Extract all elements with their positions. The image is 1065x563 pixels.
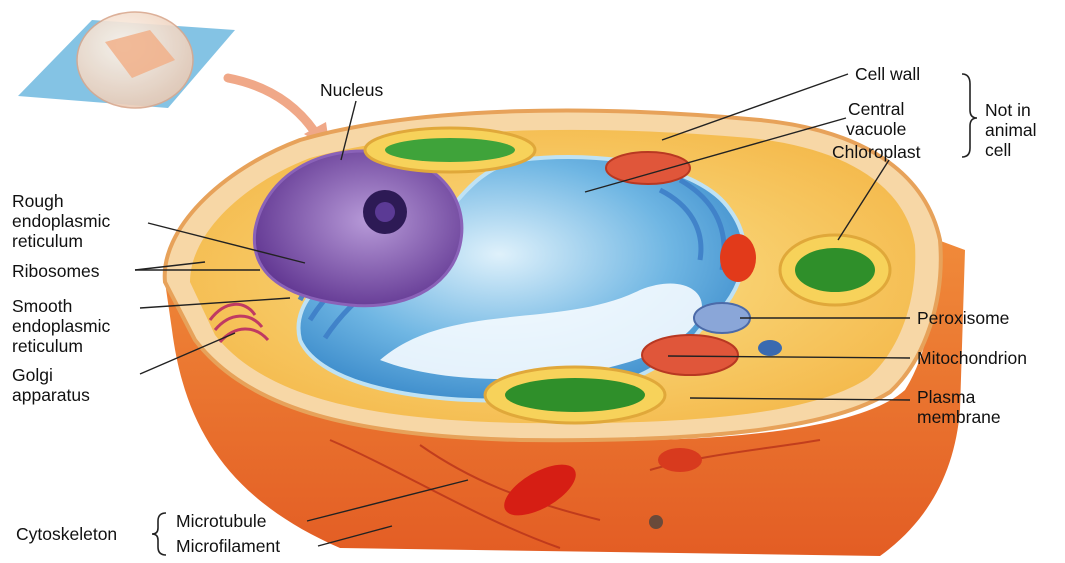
label-cytoskeleton: Cytoskeleton	[16, 524, 117, 544]
label-smooth-er: Smooth endoplasmic reticulum	[12, 296, 110, 356]
not-in-animal-bracket	[962, 74, 977, 157]
label-golgi-apparatus: Golgi apparatus	[12, 365, 90, 405]
inset-arrow	[228, 78, 320, 140]
label-peroxisome: Peroxisome	[917, 308, 1009, 328]
label-not-in-animal-cell: Not in animal cell	[985, 100, 1037, 160]
label-plasma-membrane: Plasma membrane	[917, 387, 1001, 427]
label-microfilament: Microfilament	[176, 536, 280, 556]
label-rough-er: Rough endoplasmic reticulum	[12, 191, 110, 251]
cell-body	[165, 110, 965, 556]
label-chloroplast: Chloroplast	[832, 142, 921, 162]
label-nucleus: Nucleus	[320, 80, 383, 100]
cytoskeleton-bracket	[152, 513, 166, 555]
label-central-vacuole: Central vacuole	[846, 99, 906, 139]
inset-slide	[18, 12, 235, 108]
label-ribosomes: Ribosomes	[12, 261, 100, 281]
label-mitochondrion: Mitochondrion	[917, 348, 1027, 368]
label-cell-wall: Cell wall	[855, 64, 920, 84]
label-microtubule: Microtubule	[176, 511, 266, 531]
